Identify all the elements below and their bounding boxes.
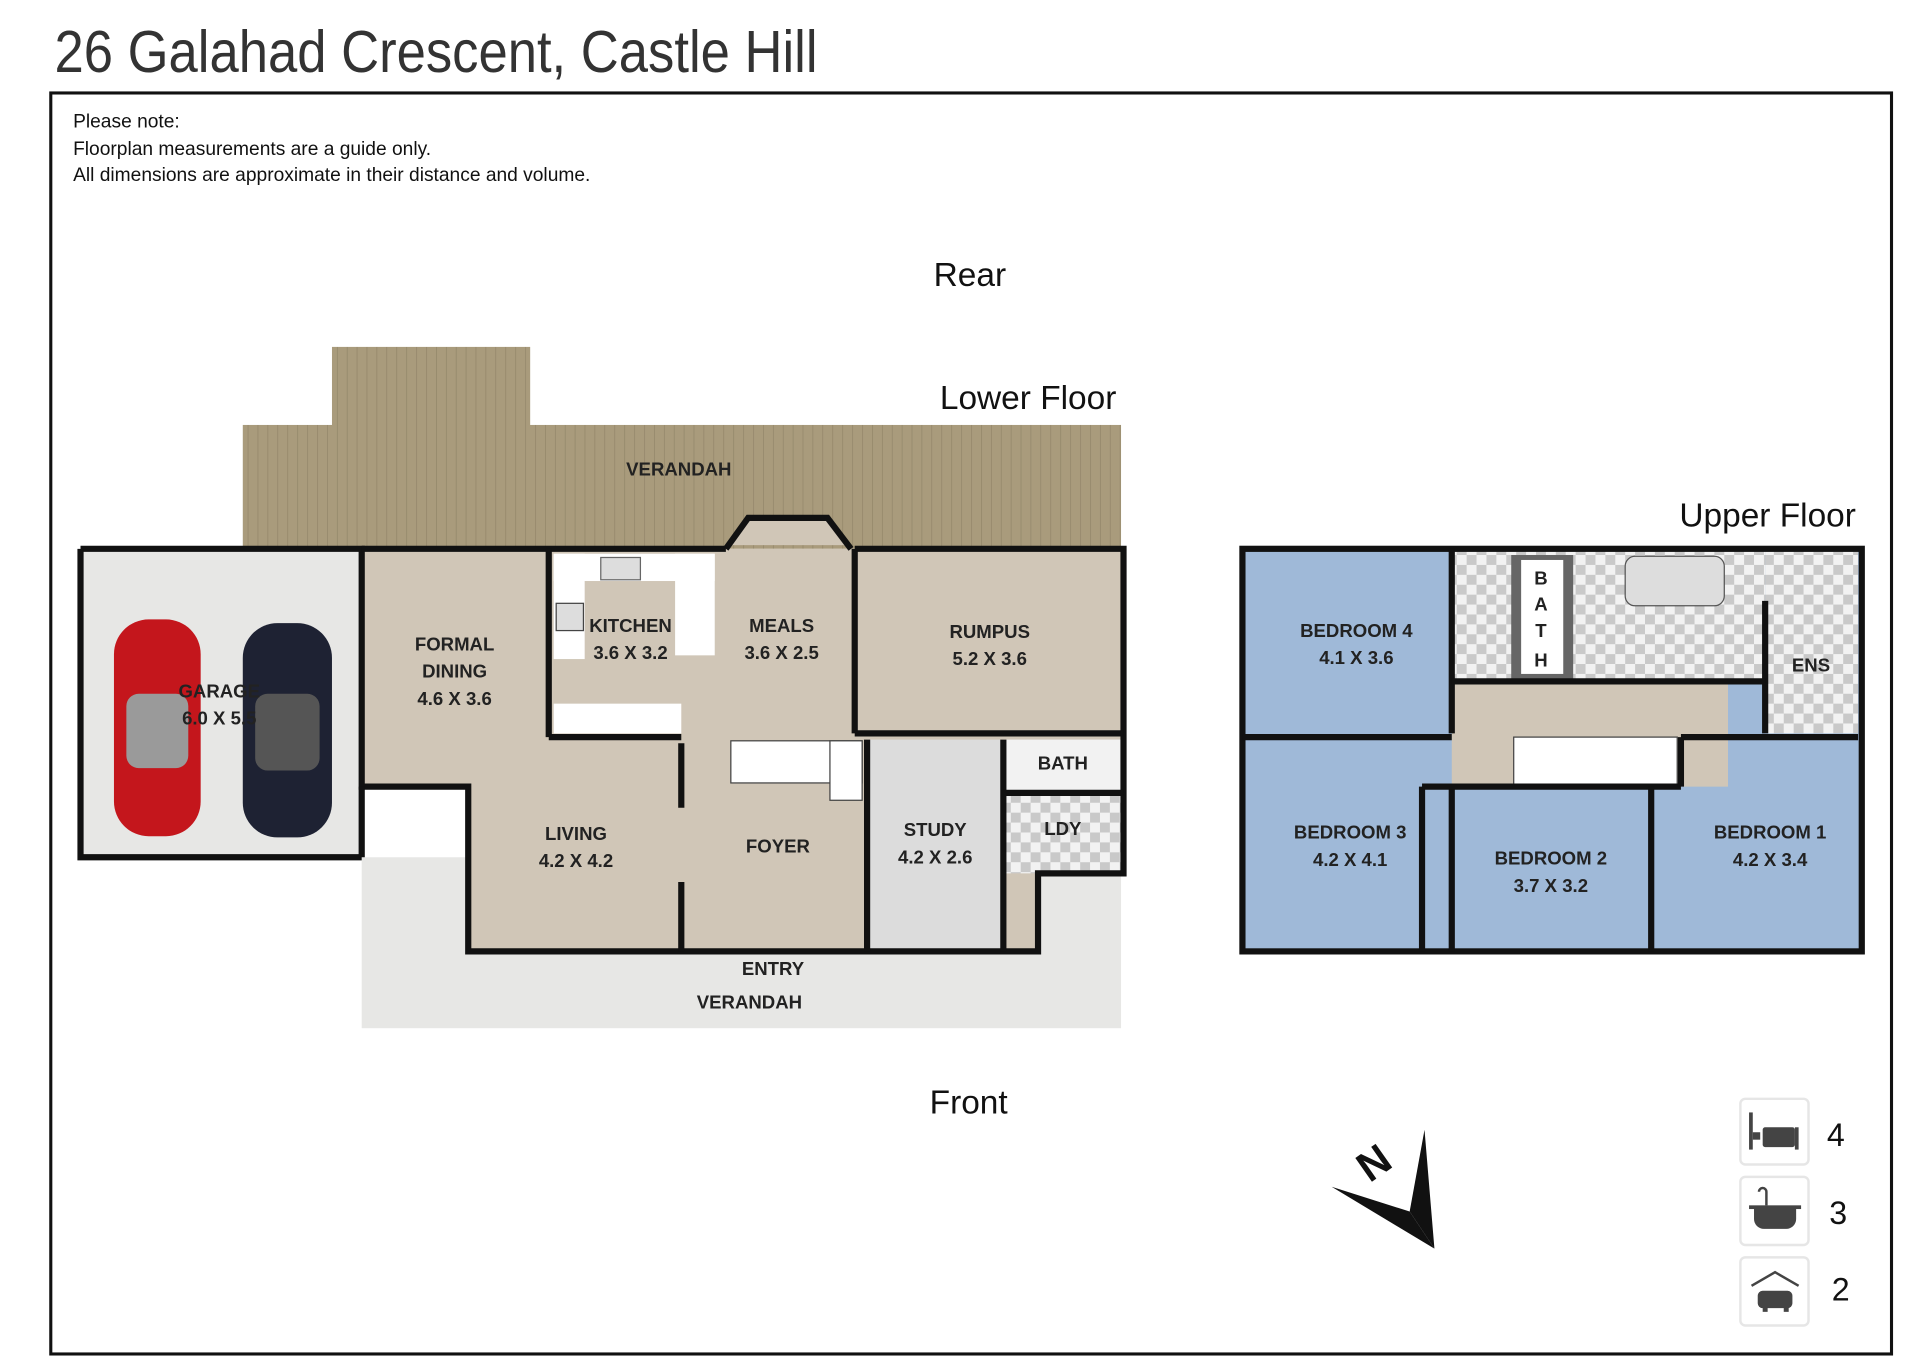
laundry-label: LDY (1044, 818, 1082, 839)
plan-frame (49, 91, 1894, 1356)
lower-floor-plan: VERANDAH GARAGE 6.0 X 5.5 FORMAL DINING … (77, 346, 1127, 1029)
living-dims: 4.2 X 4.2 (539, 850, 613, 871)
stairs (730, 740, 863, 801)
bedroom1-dims: 4.2 X 3.4 (1733, 849, 1808, 870)
red-car-icon (113, 619, 201, 837)
kitchen-counter (553, 703, 682, 734)
rumpus-label: RUMPUS (949, 621, 1030, 642)
front-label: Front (930, 1085, 1009, 1122)
lower-bath-label: BATH (1038, 752, 1088, 773)
bathtub-icon (1749, 1186, 1802, 1229)
meals-label: MEALS (749, 615, 814, 636)
meals-dims: 3.6 X 2.5 (744, 642, 818, 663)
sink-icon (600, 556, 642, 581)
formal-dining-label-1: FORMAL (415, 633, 494, 654)
study-dims: 4.2 X 2.6 (898, 846, 972, 867)
dark-car-icon (242, 623, 332, 838)
kitchen-dims: 3.6 X 3.2 (593, 642, 667, 663)
car-space-count: 2 (1832, 1272, 1850, 1308)
upper-stairs (1513, 736, 1678, 785)
upper-floor-label: Upper Floor (1679, 498, 1856, 535)
upper-bath-letter-t: T (1535, 620, 1547, 641)
bathtub (1624, 555, 1725, 607)
formal-dining-dims: 4.6 X 3.6 (417, 688, 491, 709)
upper-bath-letter-h: H (1534, 649, 1547, 670)
note-line-1: Floorplan measurements are a guide only. (73, 139, 431, 160)
bedroom4-dims: 4.1 X 3.6 (1319, 647, 1393, 668)
rear-verandah (242, 424, 1122, 549)
upper-floor-plan: BEDROOM 4 4.1 X 3.6 B A T H ENS BEDROOM … (1239, 545, 1865, 955)
bathroom-count: 3 (1829, 1195, 1847, 1231)
upper-bath-letter-b: B (1534, 568, 1547, 589)
ensuite-label: ENS (1792, 654, 1830, 675)
ensuite-floor (1765, 551, 1859, 734)
bedroom-count: 4 (1827, 1117, 1845, 1153)
bedroom2-dims: 3.7 X 3.2 (1514, 875, 1588, 896)
bedroom2-label: BEDROOM 2 (1495, 848, 1608, 869)
upper-bath-letter-a: A (1534, 594, 1547, 615)
property-title: 26 Galahad Crescent, Castle Hill (55, 18, 818, 85)
rear-verandah-extension (331, 346, 531, 427)
north-arrow-icon: N (1331, 1129, 1435, 1249)
stat-car-spaces: 2 (1739, 1256, 1850, 1327)
bedroom4-label: BEDROOM 4 (1300, 620, 1413, 641)
study-floor (867, 739, 1004, 952)
rear-verandah-label: VERANDAH (626, 459, 731, 480)
note-line-2: All dimensions are approximate in their … (73, 165, 590, 186)
note-heading: Please note: (73, 112, 180, 133)
bath-floor (1003, 739, 1124, 793)
kitchen-label: KITCHEN (589, 615, 672, 636)
stat-bathrooms: 3 (1739, 1175, 1847, 1247)
formal-dining-label-2: DINING (422, 661, 487, 682)
study-label: STUDY (904, 819, 968, 840)
bed-icon (1749, 1112, 1799, 1150)
stat-bedrooms: 4 (1739, 1097, 1845, 1166)
lower-floor-label: Lower Floor (940, 380, 1117, 417)
garage-dims: 6.0 X 5.5 (182, 708, 256, 729)
foyer-label: FOYER (746, 835, 811, 856)
rumpus-dims: 5.2 X 3.6 (953, 648, 1027, 669)
front-verandah-label: VERANDAH (697, 991, 802, 1012)
north-label: N (1348, 1135, 1400, 1191)
rear-label: Rear (934, 257, 1006, 294)
garage-label: GARAGE (178, 680, 260, 701)
garage-car-icon (1750, 1270, 1800, 1312)
bedroom1-label: BEDROOM 1 (1714, 822, 1827, 843)
laundry-floor (1003, 792, 1124, 874)
cooktop-icon (555, 602, 585, 632)
living-label: LIVING (545, 823, 607, 844)
bedroom3-label: BEDROOM 3 (1294, 822, 1407, 843)
entry-label: ENTRY (742, 958, 805, 979)
bedroom3-dims: 4.2 X 4.1 (1313, 849, 1387, 870)
